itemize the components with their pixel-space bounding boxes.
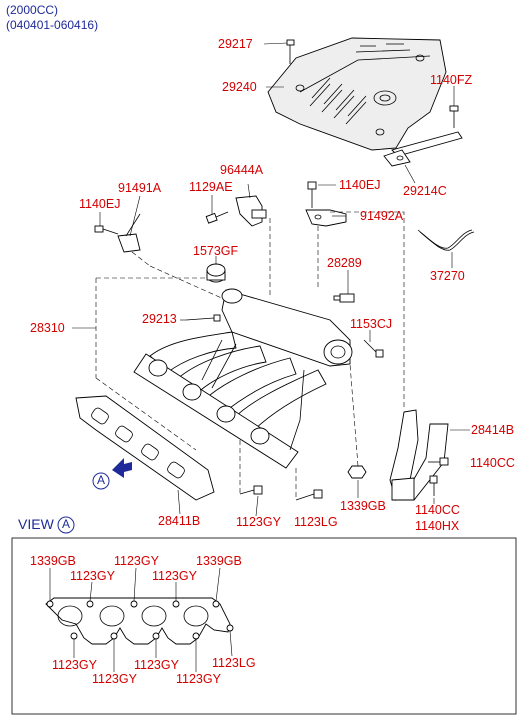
callout-1140cc-upper[interactable]: 1140CC: [470, 456, 515, 470]
view-callout-1339gb-left[interactable]: 1339GB: [30, 554, 76, 568]
callout-1573gf[interactable]: 1573GF: [193, 244, 239, 258]
callout-29213[interactable]: 29213: [142, 312, 177, 326]
callout-28310[interactable]: 28310: [30, 321, 65, 335]
intake-manifold-28310: [133, 288, 353, 469]
gasket-28411b: [75, 395, 215, 501]
stud-1153cj: [363, 339, 384, 358]
bolt-1140ej-left: [94, 225, 119, 235]
view-a-marker: A: [97, 473, 106, 487]
callout-1140cc-lower[interactable]: 1140CC: [415, 503, 460, 517]
cap-1573gf: [206, 263, 226, 283]
view-callout-1123gy-bottom-1[interactable]: 1123GY: [52, 658, 97, 672]
bolt-1140cc-lower: [429, 475, 438, 496]
production-date-range: (040401-060416): [6, 18, 99, 32]
callout-91491a[interactable]: 91491A: [118, 181, 162, 195]
hose-37270: [417, 229, 475, 251]
callout-1140fz[interactable]: 1140FZ: [430, 73, 473, 87]
view-a-box: [11, 537, 517, 715]
view-callout-1123gy-top-1[interactable]: 1123GY: [70, 569, 115, 583]
view-callout-1123gy-top-3[interactable]: 1123GY: [152, 569, 197, 583]
nut-1339gb: [347, 465, 367, 479]
sensor-96444a: [235, 195, 267, 227]
bolt-1129ae: [205, 211, 229, 224]
bolt-1123gy: [239, 485, 263, 495]
bracket-91492a: [305, 209, 347, 227]
bolt-29213: [185, 314, 221, 322]
sensor-28289: [333, 293, 355, 303]
callout-1153cj[interactable]: 1153CJ: [350, 317, 393, 331]
view-a-circle: [57, 516, 75, 534]
view-a-circle-letter: A: [62, 517, 71, 531]
callout-1339gb[interactable]: 1339GB: [340, 499, 386, 513]
bolt-1140ej-right: [307, 181, 317, 208]
view-callout-1123gy-bottom-2[interactable]: 1123GY: [92, 672, 137, 686]
bolt-29217: [286, 39, 295, 64]
engine-cover: [267, 37, 447, 151]
callout-29217[interactable]: 29217: [218, 37, 253, 51]
callout-29214c[interactable]: 29214C: [403, 184, 447, 198]
callout-1140hx[interactable]: 1140HX: [415, 519, 460, 533]
view-callout-1123lg[interactable]: 1123LG: [212, 656, 256, 670]
callout-91492a[interactable]: 91492A: [360, 209, 404, 223]
callout-1140ej-right[interactable]: 1140EJ: [339, 178, 381, 192]
view-callout-1123gy-bottom-3[interactable]: 1123GY: [134, 658, 179, 672]
callout-37270[interactable]: 37270: [430, 269, 465, 283]
callout-1123gy[interactable]: 1123GY: [236, 515, 281, 529]
bracket-29214c: [383, 131, 463, 167]
view-a-arrow: [92, 458, 132, 490]
bolt-1123lg: [295, 489, 323, 501]
callout-1123lg[interactable]: 1123LG: [294, 515, 338, 529]
callout-1129ae[interactable]: 1129AE: [189, 180, 233, 194]
view-callout-1339gb-right[interactable]: 1339GB: [196, 554, 242, 568]
view-a-title: VIEW: [18, 516, 54, 532]
callout-28289[interactable]: 28289: [327, 256, 362, 270]
bolt-1140fz: [449, 105, 459, 128]
view-a-leaders: [49, 567, 233, 672]
bolt-1140cc-upper: [428, 457, 449, 466]
callout-29240[interactable]: 29240: [222, 80, 257, 94]
callout-28411b[interactable]: 28411B: [158, 514, 201, 528]
callout-96444a[interactable]: 96444A: [220, 163, 264, 177]
view-callout-1123gy-bottom-4[interactable]: 1123GY: [176, 672, 221, 686]
model-engine-label: (2000CC): [6, 3, 59, 17]
bracket-91491a: [117, 213, 141, 253]
view-callout-1123gy-top-2[interactable]: 1123GY: [114, 554, 159, 568]
bracket-28414b: [389, 409, 449, 502]
callout-1140ej-left[interactable]: 1140EJ: [79, 197, 121, 211]
view-a-gasket: [45, 597, 234, 645]
callout-28414b[interactable]: 28414B: [471, 423, 515, 437]
